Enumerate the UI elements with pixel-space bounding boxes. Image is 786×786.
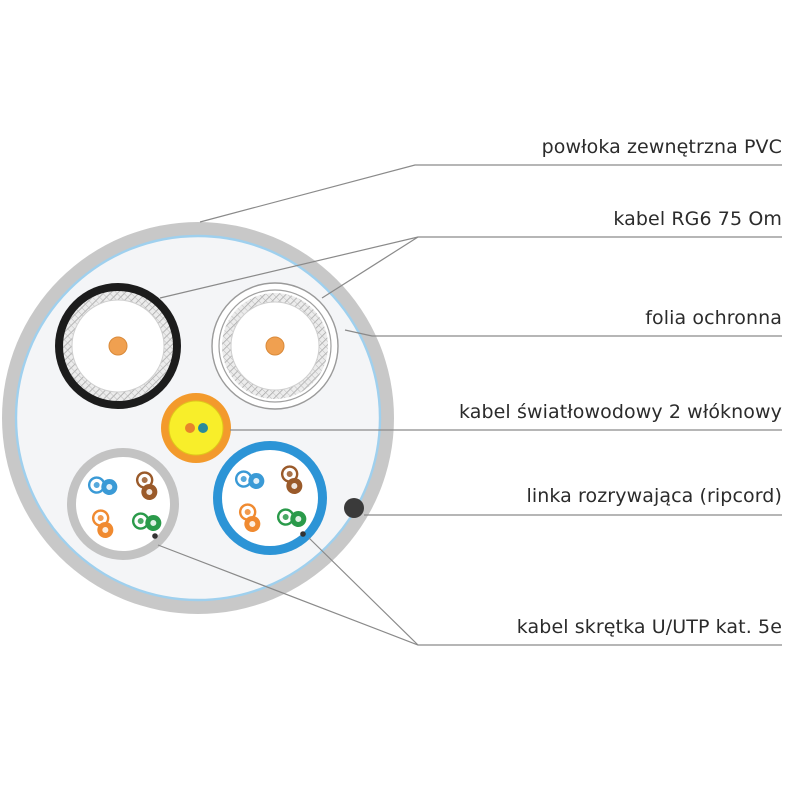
brown-pair-icon (280, 465, 303, 494)
green-pair-icon (131, 512, 162, 531)
blue-pair-icon (87, 476, 118, 495)
orange-pair-icon (238, 503, 261, 532)
coax-cable-white (211, 282, 339, 410)
utp-cable-blue (213, 441, 327, 555)
leader-lines (157, 164, 782, 646)
brown-pair-icon (135, 471, 158, 500)
twisted-pairs-gray (87, 471, 162, 538)
twisted-pairs-blue (234, 465, 307, 532)
coax-cable-black (55, 283, 181, 409)
blue-pair-icon (234, 470, 265, 489)
ripcord (344, 498, 364, 518)
utp-cable-gray (67, 448, 179, 560)
fiber-cable (161, 393, 231, 463)
orange-pair-icon (91, 509, 114, 538)
label-foil: folia ochronna (645, 307, 782, 329)
label-ripcord: linka rozrywająca (ripcord) (526, 485, 782, 507)
green-pair-icon (276, 508, 307, 527)
label-outer-jacket: powłoka zewnętrzna PVC (541, 136, 782, 158)
label-fiber: kabel światłowodowy 2 włóknowy (458, 401, 782, 423)
label-twisted-pair: kabel skrętka U/UTP kat. 5e (516, 616, 782, 638)
label-coax: kabel RG6 75 Om (613, 208, 782, 230)
